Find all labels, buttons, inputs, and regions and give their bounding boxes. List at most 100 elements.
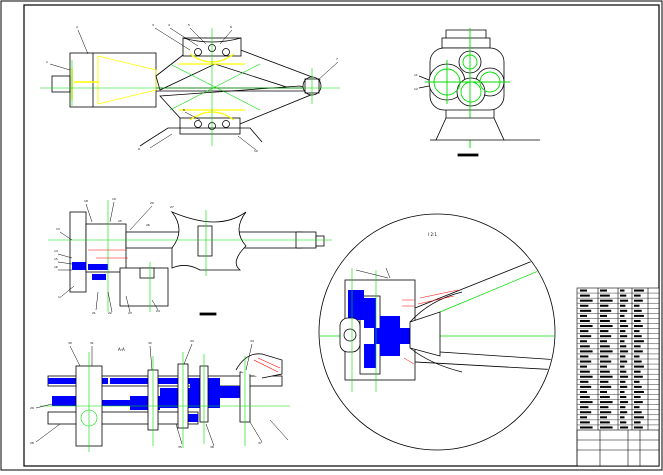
title-block-cell-text xyxy=(620,390,625,393)
title-block-cell-text xyxy=(600,350,613,353)
title-block-cell-text xyxy=(634,390,644,393)
base-block xyxy=(179,117,241,135)
title-block-cell-text xyxy=(620,411,628,414)
title-block-cell-text xyxy=(600,299,613,302)
title-block-cell-text xyxy=(634,426,643,429)
callout-number: 2 xyxy=(76,25,78,29)
callout-number: 27 xyxy=(170,205,174,209)
title-block-cell-text xyxy=(620,401,629,404)
title-block-cell-text xyxy=(580,294,590,297)
callout-number: 12 xyxy=(414,87,418,91)
callout-number: 37 xyxy=(258,441,262,445)
lift-handle xyxy=(445,29,487,40)
callout-number: 21 xyxy=(92,311,96,315)
callout-number: 30 xyxy=(68,341,72,345)
callout-number: 10 xyxy=(254,149,258,153)
callout-number: 28 xyxy=(30,441,34,445)
title-block-cell-text xyxy=(580,330,589,333)
title-block-cell-text xyxy=(634,330,640,333)
title-block-cell-text xyxy=(600,325,613,328)
title-block-cell-text xyxy=(600,401,613,404)
callout-number: 31 xyxy=(90,341,94,345)
title-block-cell-text xyxy=(634,314,644,317)
title-block-cell-text xyxy=(600,330,609,333)
title-block-cell-text xyxy=(620,360,628,363)
title-block-cell-text xyxy=(600,289,607,292)
plan-view xyxy=(48,200,332,316)
title-block-cell-text xyxy=(634,365,644,368)
callout-number: 1 xyxy=(46,60,48,64)
section-view xyxy=(35,343,290,452)
title-block-cell-text xyxy=(580,406,589,409)
title-block-cell-text xyxy=(620,330,626,333)
title-block-cell-text xyxy=(620,365,625,368)
title-block-cell-text xyxy=(580,385,592,388)
title-block-cell-text xyxy=(634,406,640,409)
callout-number: 4 xyxy=(168,23,170,27)
title-block-cell-text xyxy=(600,421,610,424)
title-block-cell-text xyxy=(620,355,626,358)
title-block-cell-text xyxy=(620,416,625,419)
title-block-cell-text xyxy=(620,335,628,338)
callout-number: 6 xyxy=(230,25,232,29)
title-block-cell-text xyxy=(580,396,590,399)
callout-number: 7 xyxy=(336,57,338,61)
title-block-cell-text xyxy=(600,370,610,373)
title-block-cell-text xyxy=(620,294,627,297)
title-block-cell-text xyxy=(580,345,590,348)
title-block-cell-text xyxy=(634,345,641,348)
title-block-cell-text xyxy=(634,385,642,388)
title-block-cell-text xyxy=(634,289,644,292)
title-block-cell-text xyxy=(634,350,643,353)
motor-housing xyxy=(69,52,157,108)
callout-number: 34 xyxy=(250,339,254,343)
title-block-cell-text xyxy=(580,314,587,317)
title-block-cell-text xyxy=(634,421,641,424)
detail-view-title: I 2:1 xyxy=(428,232,437,237)
callout-number: 19 xyxy=(112,197,116,201)
title-block-cell-text xyxy=(600,360,612,363)
title-block-cell-text xyxy=(600,375,613,378)
callout-number: 18 xyxy=(84,199,88,203)
title-block-cell-text xyxy=(580,390,587,393)
title-block-cell-text xyxy=(620,426,629,429)
callout-number: 22 xyxy=(108,311,112,315)
callout-number: 16 xyxy=(54,265,58,269)
title-block-cell-text xyxy=(580,401,593,404)
title-block-cell-text xyxy=(600,411,612,414)
title-block-cell-text xyxy=(580,335,592,338)
title-block-cell-text xyxy=(600,340,607,343)
title-block-cell-text xyxy=(580,355,589,358)
title-block-cell-text xyxy=(620,370,627,373)
callout-number: 15 xyxy=(54,257,58,261)
callout-number: 17 xyxy=(58,295,62,299)
callout-number: 35 xyxy=(178,445,182,449)
title-block-cell-text xyxy=(600,304,609,307)
title-block-cell-text xyxy=(580,360,592,363)
title-block-cell-text xyxy=(580,426,593,429)
side-view xyxy=(40,27,340,151)
title-block-cell-text xyxy=(600,396,610,399)
title-block-cell-text xyxy=(634,360,642,363)
callout-number: 23 xyxy=(128,311,132,315)
title-block-cell-text xyxy=(620,319,627,322)
title-block-cell-text xyxy=(580,350,593,353)
title-block-cell-text xyxy=(580,411,592,414)
title-block-cell-text xyxy=(600,319,610,322)
title-block-cell-text xyxy=(580,370,590,373)
title-block-cell-text xyxy=(600,345,610,348)
title-block-cell-text xyxy=(634,299,643,302)
callout-number: 24 xyxy=(156,309,160,313)
callout-number: 11 xyxy=(414,73,418,77)
title-block-text xyxy=(580,289,644,429)
title-block-cell-text xyxy=(580,304,589,307)
title-block-cell-text xyxy=(634,416,644,419)
title-block-cell-text xyxy=(600,385,612,388)
title-block-cell-text xyxy=(600,314,607,317)
title-block-cell-text xyxy=(620,380,626,383)
callout-number: 13 xyxy=(56,227,60,231)
callout-number: 9 xyxy=(138,147,140,151)
title-block-cell-text xyxy=(580,289,587,292)
